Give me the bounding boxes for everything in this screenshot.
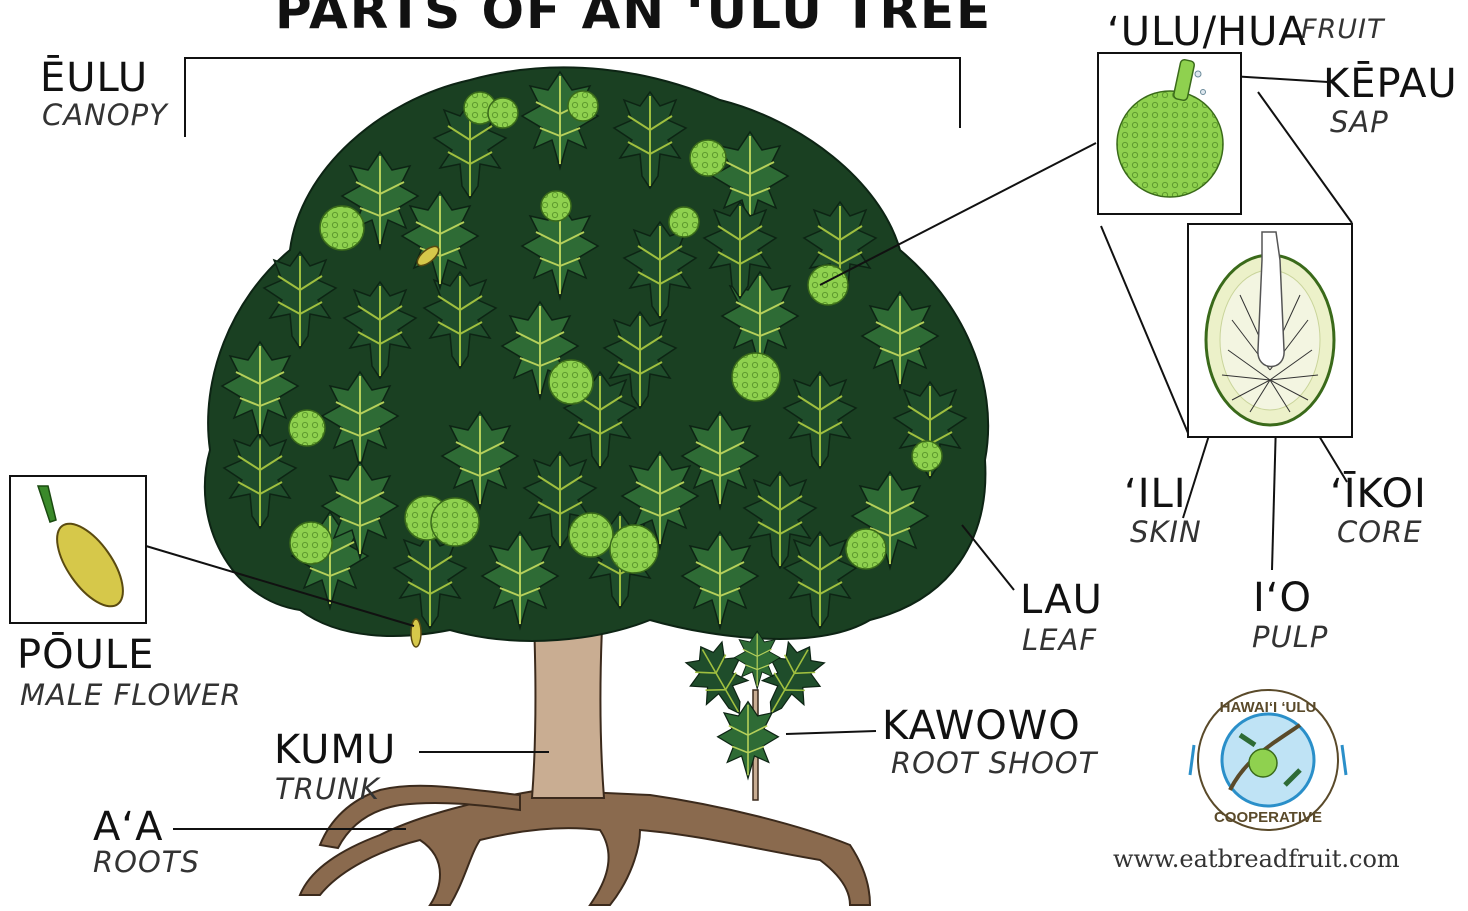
sap-english-label: SAP bbox=[1330, 108, 1389, 137]
logo-top-text: HAWAI‘I ‘ULU bbox=[1220, 699, 1317, 716]
root-shoot-english-label: ROOT SHOOT bbox=[891, 749, 1097, 778]
canopy-label: ĒULU bbox=[40, 58, 148, 98]
male-flower-label: PŌULE bbox=[17, 635, 154, 675]
leaf-english-label: LEAF bbox=[1022, 626, 1097, 655]
skin-label: ‘ILI bbox=[1124, 474, 1187, 514]
male-flower-inset bbox=[10, 476, 146, 623]
root-shoot-shape bbox=[676, 631, 835, 800]
page-title: PARTS OF AN ‘ULU TREE bbox=[275, 0, 992, 40]
roots-english-label: ROOTS bbox=[93, 848, 200, 877]
cross-section-inset bbox=[1188, 224, 1352, 437]
core-english-label: CORE bbox=[1337, 518, 1423, 547]
leaf-label: LAU bbox=[1020, 580, 1103, 620]
fruit-inset bbox=[1098, 53, 1241, 214]
logo-bottom-text: COOPERATIVE bbox=[1214, 809, 1322, 826]
fruit-english-label: FRUIT bbox=[1301, 16, 1385, 43]
hawaii-ulu-cooperative-logo: HAWAI‘I ‘ULU COOPERATIVE bbox=[1190, 690, 1346, 830]
website-link[interactable]: www.eatbreadfruit.com bbox=[1113, 845, 1400, 873]
canopy-english-label: CANOPY bbox=[42, 101, 168, 130]
pulp-label: I‘O bbox=[1253, 578, 1312, 618]
core-label: ‘ĪKOI bbox=[1330, 474, 1427, 514]
sap-label: KĒPAU bbox=[1323, 64, 1458, 104]
male-flower-english-label: MALE FLOWER bbox=[20, 681, 241, 710]
pulp-english-label: PULP bbox=[1252, 623, 1328, 652]
root-shoot-label: KAWOWO bbox=[882, 706, 1081, 746]
trunk-english-label: TRUNK bbox=[275, 775, 380, 804]
skin-english-label: SKIN bbox=[1130, 518, 1202, 547]
fruit-label: ‘ULU/HUA bbox=[1107, 12, 1307, 52]
trunk-label: KUMU bbox=[274, 730, 396, 770]
roots-label: A‘A bbox=[93, 807, 163, 847]
